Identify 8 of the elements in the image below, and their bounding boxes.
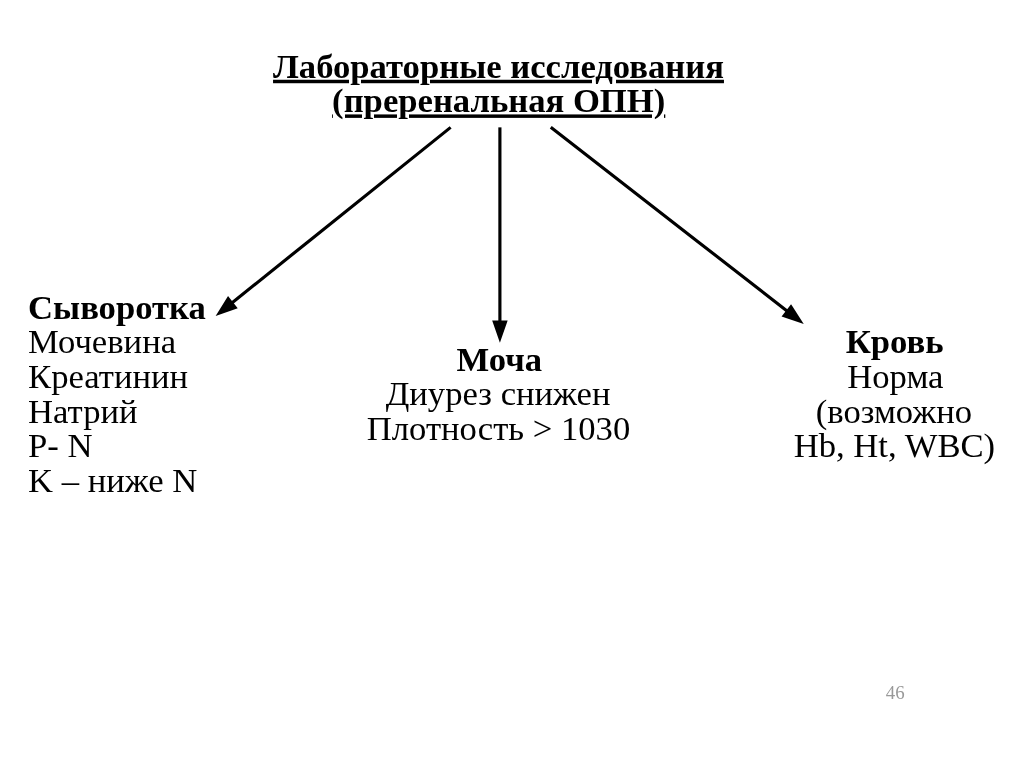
arrow [549, 125, 804, 324]
node-text: Моча Диурез снижен Плотность > 1030 [366, 339, 630, 447]
node-text: Сыворотка Мочевина Креатинин Натрий P- N K – ниже N [27, 287, 206, 499]
node-text: Кровь Норма (возможно Hb, Ht, WBC) [793, 321, 995, 464]
arrow [491, 126, 508, 343]
arrow [215, 125, 452, 316]
label: 46 [885, 681, 905, 703]
node-text: Лабораторные исследования (преренальная ОПН) [272, 46, 724, 119]
